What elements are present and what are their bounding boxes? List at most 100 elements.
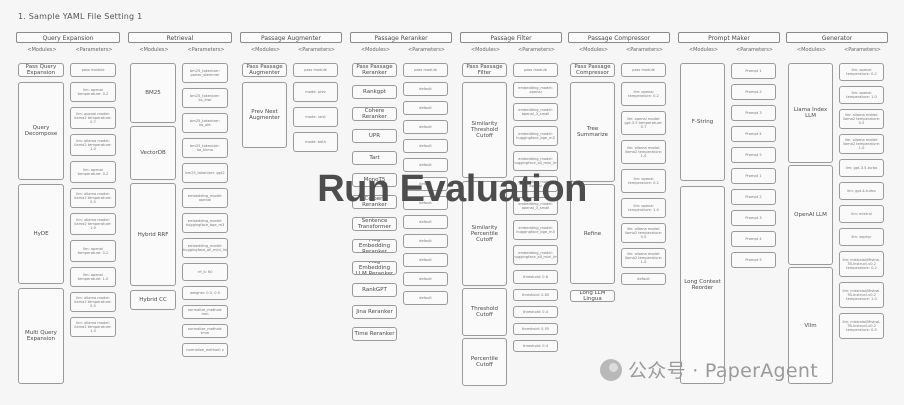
parameter-box: llm: openai temperature: 0.2 xyxy=(70,161,116,183)
parameter-box: pass module xyxy=(293,63,338,77)
module-box: Rankgpt xyxy=(352,85,397,99)
stage-column-0: Query Expansion<Modules><Parameters>Pass… xyxy=(16,32,120,392)
parameter-box: llm: ollama model: llama2 temperature: 1… xyxy=(839,134,884,154)
parameter-box: normalize_method: z xyxy=(182,343,228,357)
parameter-box: Prompt 3 xyxy=(731,105,776,121)
overlay-title: Run Evaluation xyxy=(317,168,587,210)
parameter-box: mode: prev xyxy=(293,82,338,102)
module-box: Colbert Reranker xyxy=(352,195,397,209)
parameter-box: Prompt 4 xyxy=(731,126,776,142)
stage-header: Generator xyxy=(786,32,888,43)
module-box: HyDE xyxy=(18,184,64,284)
parameter-box: mode: next xyxy=(293,107,338,127)
parameter-box: default xyxy=(403,253,448,267)
parameter-box: llm: ollama model: llama2 temperature: 1… xyxy=(70,317,116,337)
parameter-box: Prompt 1 xyxy=(731,168,776,184)
modules-label: <Modules> xyxy=(578,47,609,53)
parameter-box: Prompt 2 xyxy=(731,189,776,205)
parameter-box: llm: openai temperature: 1.0 xyxy=(839,86,884,104)
module-box: Flag Embedding Reranker xyxy=(352,239,397,253)
parameter-box: embedding_model: openai xyxy=(513,82,558,98)
module-box: Cohere Reranker xyxy=(352,107,397,121)
parameter-box: Prompt 5 xyxy=(731,147,776,163)
parameter-box: embedding_model: openai xyxy=(182,188,228,208)
parameter-box: Prompt 4 xyxy=(731,231,776,247)
parameter-box: embedding_model: openai_3_small xyxy=(513,197,558,215)
parameters-label: <Parameters> xyxy=(626,47,663,53)
parameter-box: mode: both xyxy=(293,132,338,152)
modules-label: <Modules> xyxy=(250,47,281,53)
parameter-box: embedding_model: openai_3_small xyxy=(513,103,558,121)
stage-header: Passage Reranker xyxy=(350,32,452,43)
parameter-box: default xyxy=(403,177,448,191)
parameter-box: default xyxy=(403,120,448,134)
parameter-box: threshold: 0.6 xyxy=(513,270,558,284)
stage-header: Passage Augmenter xyxy=(240,32,342,43)
parameter-box: default xyxy=(403,158,448,172)
parameter-box: default xyxy=(403,234,448,248)
parameter-box: llm: ollama model: llama2 temperature: 1… xyxy=(621,140,666,164)
modules-label: <Modules> xyxy=(27,47,57,53)
module-box: Long Context Reorder xyxy=(680,186,725,384)
module-box: Pass Passage Reranker xyxy=(352,63,397,77)
stage-column-2: Passage Augmenter<Modules><Parameters>Pa… xyxy=(240,32,342,392)
module-box: Tart xyxy=(352,151,397,165)
stage-header: Query Expansion xyxy=(16,32,120,43)
module-box: Time Reranker xyxy=(352,327,397,341)
parameter-box: default xyxy=(403,139,448,153)
parameter-box: llm: ollama model: llama2 temperature: 1… xyxy=(70,134,116,156)
parameter-box: default xyxy=(403,215,448,229)
parameter-box: Prompt 5 xyxy=(731,252,776,268)
watermark-text: 公众号 · PaperAgent xyxy=(628,360,818,382)
diagram-title: 1. Sample YAML File Setting 1 xyxy=(18,12,143,21)
parameter-box: llm: openai temperature: 0.2 xyxy=(70,82,116,102)
parameter-box: threshold: 0.4 xyxy=(513,306,558,318)
parameter-box: embedding_model: huggingface_all_mini_lm xyxy=(513,245,558,265)
stage-header: Passage Compressor xyxy=(568,32,670,43)
parameter-box: llm: ollama model: llama2 temperature: 0… xyxy=(839,109,884,129)
module-box: Long LLM Lingua xyxy=(570,290,615,302)
module-box: F-String xyxy=(680,63,725,181)
parameter-box: rrf_k: 60 xyxy=(182,263,228,281)
stage-header: Retrieval xyxy=(128,32,232,43)
parameter-box: llm: openai temperature: 1.0 xyxy=(621,198,666,218)
module-box: Percentile Cutoff xyxy=(462,338,507,386)
parameter-box: llm: openai temperature: 0.2 xyxy=(621,82,666,106)
parameter-box: llm: ollama model: llama2 temperature: 0… xyxy=(621,223,666,243)
parameter-box: bm25_tokenizer: porter_stemmer xyxy=(182,63,228,83)
parameter-box: llm: mistralai/Mistral-7B-Instruct-v0.2 … xyxy=(839,313,884,339)
parameter-box: llm: openai temperature: 0.2 xyxy=(621,169,666,193)
module-box: Llama Index LLM xyxy=(788,63,833,163)
stage-header: Passage Filter xyxy=(460,32,562,43)
module-box: Pass Passage Augmenter xyxy=(242,63,287,77)
parameter-box: llm: mistralai/Mistral-7B-Instruct-v0.2 … xyxy=(839,282,884,308)
parameter-box: embedding_model: huggingface_all_mini_lm xyxy=(182,238,228,258)
module-box: RankGPT xyxy=(352,283,397,297)
parameter-box: llm: openai model: gpt-3.5 temperature: … xyxy=(621,111,666,135)
parameter-box: threshold: 0.4 xyxy=(513,340,558,352)
parameter-box: bm25_tokenizer: ko_okt xyxy=(182,113,228,133)
module-box: OpenAI LLM xyxy=(788,165,833,265)
module-box: Pass Passage Filter xyxy=(462,63,507,77)
modules-label: <Modules> xyxy=(360,47,391,53)
module-box: BM25 xyxy=(130,63,176,123)
parameter-box: embedding_model: huggingface_bge_m3 xyxy=(513,126,558,146)
stage-column-7: Generator<Modules><Parameters>Llama Inde… xyxy=(786,32,888,392)
parameter-box: default xyxy=(403,82,448,96)
module-box: Refine xyxy=(570,184,615,284)
parameter-box: embedding_model: huggingface_all_mini_lm xyxy=(513,151,558,171)
parameter-box: llm: mistralai/Mistral-7B-Instruct-v0.2 … xyxy=(839,251,884,277)
parameters-label: <Parameters> xyxy=(187,47,225,53)
module-box: Vllm xyxy=(788,267,833,384)
parameter-box: threshold: 0.55 xyxy=(513,323,558,335)
parameters-label: <Parameters> xyxy=(844,47,881,53)
parameters-label: <Parameters> xyxy=(518,47,555,53)
parameter-box: default xyxy=(403,101,448,115)
parameter-box: default xyxy=(621,273,666,285)
parameter-box: pass module xyxy=(70,63,116,77)
modules-label: <Modules> xyxy=(688,47,719,53)
module-box: VectorDB xyxy=(130,126,176,180)
parameter-box: weights: 0.5, 0.5 xyxy=(182,286,228,300)
parameter-box: normalize_method: mm xyxy=(182,305,228,319)
